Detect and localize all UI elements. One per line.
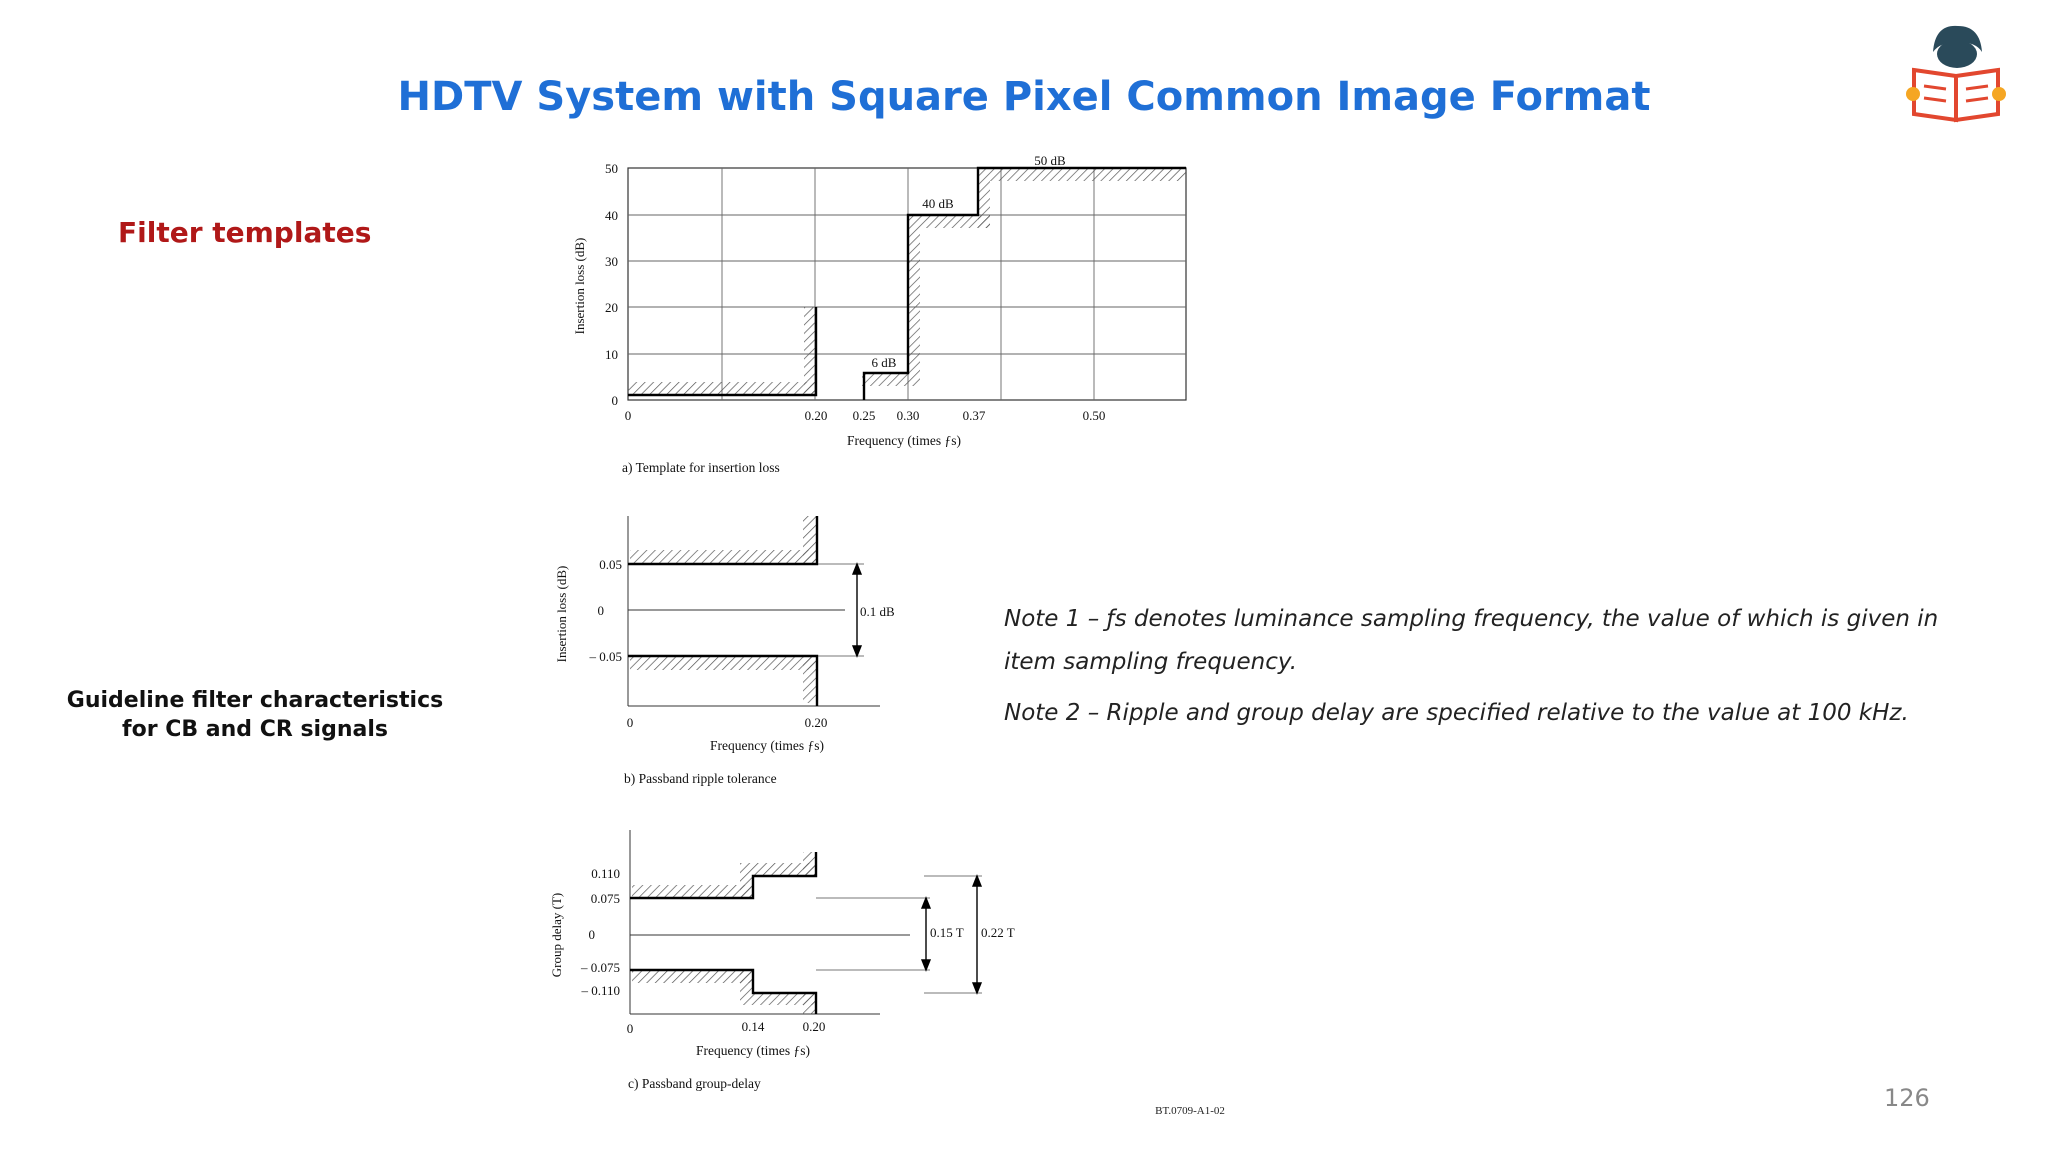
note-1: Note 1 – ƒs denotes luminance sampling f…: [1004, 606, 1939, 675]
panel-a-ytick: 20: [605, 300, 618, 315]
panel-a-caption: a) Template for insertion loss: [622, 460, 780, 475]
panel-a-annotation: 6 dB: [872, 355, 897, 370]
panel-a-xlabel: Frequency (times ƒs): [847, 433, 961, 448]
panel-a: 0 10 20 30 40 50 0 0.20 0.25 0.30 0.37 0…: [572, 153, 1187, 475]
panel-b-xtick: 0.20: [805, 715, 828, 730]
panel-c-caption: c) Passband group-delay: [628, 1076, 761, 1091]
panel-c-ytick: 0: [589, 927, 596, 942]
panel-c-ytick: 0.075: [591, 891, 620, 906]
panel-b-ylabel: Insertion loss (dB): [554, 566, 569, 663]
panel-a-frame: [627, 167, 1187, 401]
panel-a-xtick: 0.50: [1083, 408, 1106, 423]
panel-c-ylabel: Group delay (T): [549, 893, 564, 977]
panel-b-ytick: 0.05: [599, 557, 622, 572]
panel-c-arrow-015: [920, 896, 932, 972]
panel-a-xtick: 0.30: [897, 408, 920, 423]
panel-a-xtick: 0.20: [805, 408, 828, 423]
panel-c-xtick: 0: [627, 1021, 634, 1036]
panel-a-ylabel: Insertion loss (dB): [572, 238, 587, 335]
panel-a-ytick: 0: [612, 393, 619, 408]
panel-a-xtick: 0: [625, 408, 632, 423]
panel-c-ytick: 0.110: [591, 866, 620, 881]
panel-a-template-line: [628, 166, 1186, 400]
panel-a-ytick: 10: [605, 347, 618, 362]
panel-c-hatching: [632, 852, 815, 1014]
figure-id: BT.0709-A1-02: [1155, 1105, 1225, 1117]
panel-a-annotation: 40 dB: [922, 196, 954, 211]
note-2: Note 2 – Ripple and group delay are spec…: [1004, 700, 1909, 726]
notes-block: Note 1 – ƒs denotes luminance sampling f…: [1004, 598, 1964, 743]
panel-c-axes: [629, 830, 982, 1015]
panel-c-ytick: – 0.075: [580, 960, 620, 975]
guideline-label-line2: for CB and CR signals: [122, 717, 388, 742]
panel-c-annotation: 0.22 T: [981, 925, 1015, 940]
filter-templates-label: Filter templates: [118, 216, 372, 249]
panel-c-annotation: 0.15 T: [930, 925, 964, 940]
panel-b-axes: [627, 516, 880, 707]
panel-b-hatching: [630, 516, 816, 703]
guideline-label: Guideline filter characteristics for CB …: [60, 686, 450, 744]
panel-a-ytick: 30: [605, 254, 618, 269]
panel-c-xtick: 0.20: [803, 1019, 826, 1034]
reading-book-icon: [1906, 25, 2006, 123]
panel-b-arrow: [851, 562, 863, 658]
panel-a-xtick: 0.37: [963, 408, 986, 423]
slide-title: HDTV System with Square Pixel Common Ima…: [397, 74, 1651, 120]
panel-b-xtick: 0: [627, 715, 634, 730]
panel-a-ytick: 50: [605, 161, 618, 176]
panel-c: 0.110 0.075 0 – 0.075 – 0.110 0 0.14 0.2…: [549, 830, 1015, 1091]
panel-c-arrow-022: [971, 874, 983, 995]
panel-b-caption: b) Passband ripple tolerance: [624, 771, 777, 786]
panel-b-template-line: [628, 516, 819, 706]
panel-b-xlabel: Frequency (times ƒs): [710, 738, 824, 753]
panel-c-xlabel: Frequency (times ƒs): [696, 1043, 810, 1058]
panel-a-hatching: [628, 168, 1186, 394]
panel-b-ytick: 0: [598, 603, 605, 618]
panel-a-xtick: 0.25: [853, 408, 876, 423]
panel-b: 0.05 0 – 0.05 0 0.20 0.1 dB Frequency (t…: [554, 516, 895, 786]
panel-b-ytick: – 0.05: [589, 649, 623, 664]
guideline-label-line1: Guideline filter characteristics: [66, 688, 444, 713]
panel-b-annotation: 0.1 dB: [860, 604, 895, 619]
panel-c-template-line: [630, 852, 818, 1014]
page-number: 126: [1884, 1084, 1930, 1112]
panel-a-ytick: 40: [605, 208, 618, 223]
panel-c-ytick: – 0.110: [580, 983, 620, 998]
panel-c-xtick: 0.14: [742, 1019, 765, 1034]
panel-a-annotation: 50 dB: [1034, 153, 1066, 168]
